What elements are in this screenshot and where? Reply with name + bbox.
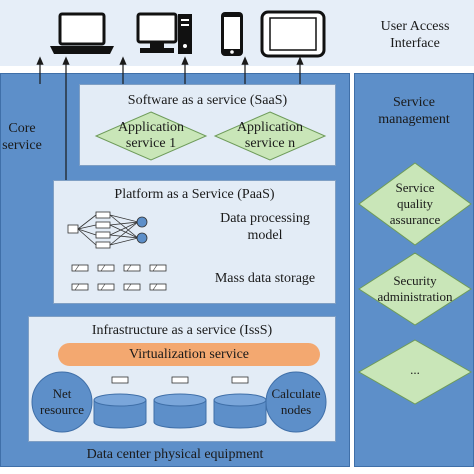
quality-assurance-label: Service quality assurance [389, 180, 441, 227]
more-items-label: ... [410, 362, 420, 377]
neural-network-icon [67, 211, 148, 249]
storage-cylinders [93, 393, 267, 429]
service-management-label: Service management [378, 95, 450, 127]
app-service-n-label: Application service n [236, 120, 304, 151]
app-service-1-label: Application service 1 [117, 120, 185, 151]
core-service-label: Core service [2, 121, 42, 153]
data-center-label: Data center physical equipment [86, 447, 264, 462]
iaas-chips-icon [111, 376, 249, 384]
net-resource-label: Net resource [39, 386, 85, 417]
virtualization-service-bar [58, 343, 320, 366]
security-admin-label: Security administration [377, 273, 453, 304]
mass-data-storage-label: Mass data storage [214, 271, 316, 286]
phone-icon [221, 12, 243, 56]
storage-chips-icon [71, 264, 167, 291]
iaas-title: Infrastructure as a service (IssS) [91, 323, 273, 338]
saas-title: Software as a service (SaaS) [127, 93, 288, 108]
tablet-icon [260, 10, 326, 58]
app-service-1-diamond [94, 111, 208, 161]
desktop-icon [136, 12, 192, 54]
app-service-n-diamond [213, 111, 327, 161]
calculate-nodes-circle [265, 371, 327, 433]
user-access-label: User Access Interface [380, 19, 450, 51]
calculate-nodes-label: Calculate nodes [271, 386, 321, 417]
more-items-diamond [357, 339, 473, 405]
paas-title: Platform as a Service (PaaS) [114, 187, 275, 202]
net-resource-circle [31, 371, 93, 433]
laptop-icon [50, 12, 114, 54]
quality-assurance-diamond [358, 162, 472, 246]
data-processing-model-label: Data processing model [220, 211, 310, 243]
virtualization-service-label: Virtualization service [128, 347, 250, 362]
security-admin-diamond [358, 252, 472, 326]
